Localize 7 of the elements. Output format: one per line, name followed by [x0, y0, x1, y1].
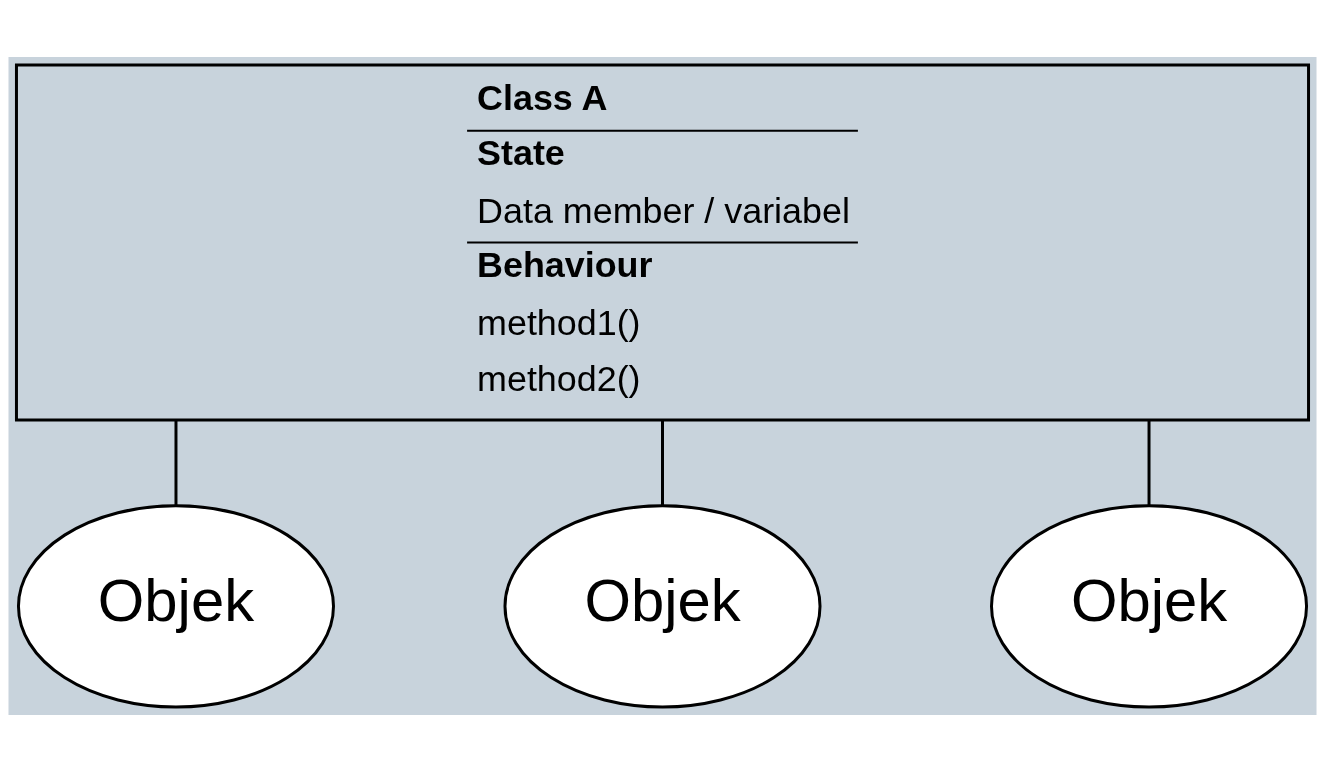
node-ellipse: Objek	[16, 503, 335, 708]
node-box: Class A State Data member / variabel Behaviour method1() method2()	[14, 63, 1311, 421]
node-ellipse: Objek	[990, 503, 1309, 708]
connector	[174, 419, 178, 505]
connector	[661, 419, 664, 505]
node-ellipse: Objek	[503, 503, 822, 708]
connector	[1147, 419, 1151, 505]
